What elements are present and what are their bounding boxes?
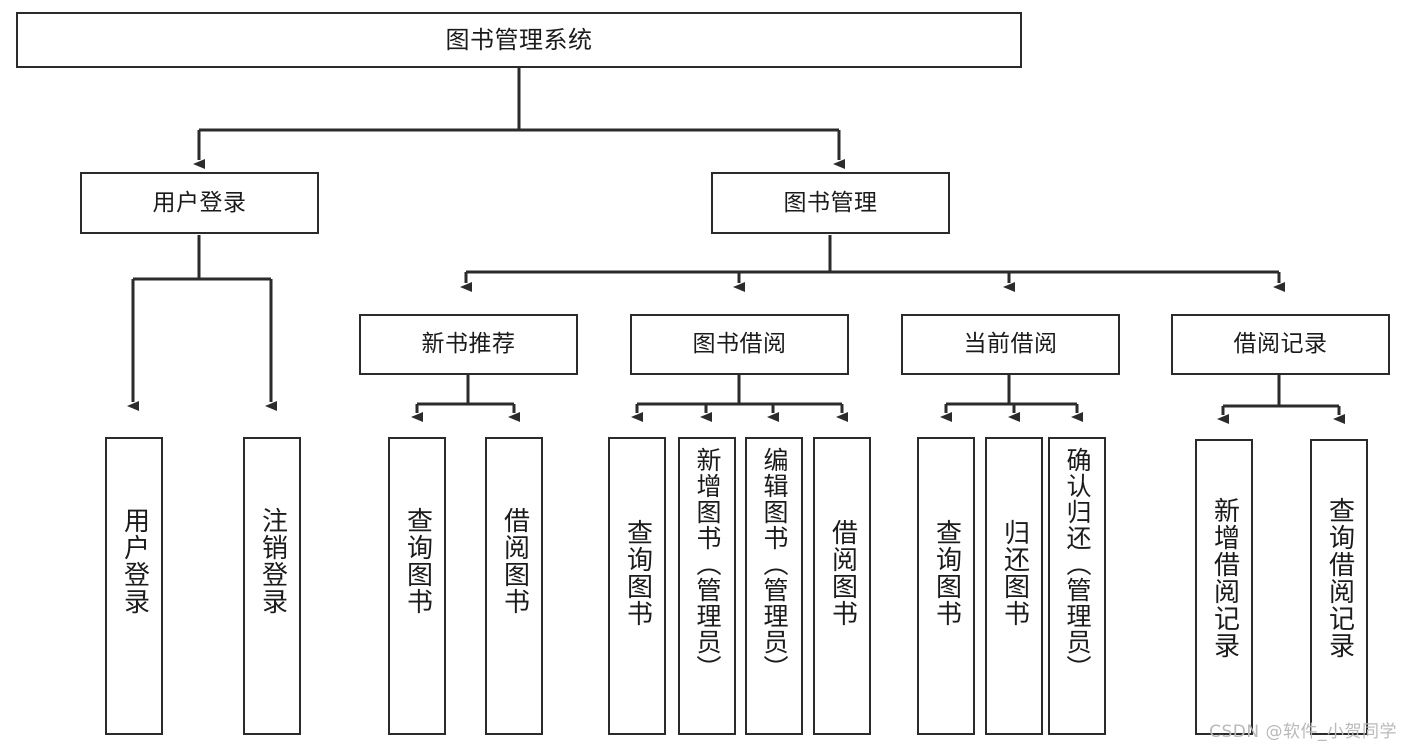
node-leaf-add-book-label: 新增图书（管理员） (693, 447, 722, 681)
node-leaf-borrow-book-2-label: 借阅图书 (827, 519, 858, 627)
node-current-borrow[interactable]: 当前借阅 (901, 314, 1120, 375)
node-leaf-query-book-1[interactable]: 查询图书 (388, 437, 446, 735)
node-leaf-add-record[interactable]: 新增借阅记录 (1195, 439, 1253, 735)
node-leaf-query-book-3-label: 查询图书 (931, 519, 962, 627)
node-new-book-rec[interactable]: 新书推荐 (359, 314, 578, 375)
node-leaf-add-book[interactable]: 新增图书（管理员） (678, 437, 736, 735)
node-leaf-user-login-label: 用户登录 (119, 507, 150, 615)
watermark: CSDN @软件_小贺同学 (1209, 722, 1397, 742)
node-leaf-query-book-2-label: 查询图书 (622, 519, 653, 627)
node-leaf-query-record[interactable]: 查询借阅记录 (1310, 439, 1368, 735)
node-leaf-borrow-book-1-label: 借阅图书 (499, 507, 530, 615)
node-book-manage[interactable]: 图书管理 (711, 172, 950, 234)
node-leaf-query-record-label: 查询借阅记录 (1324, 497, 1355, 659)
node-user-login[interactable]: 用户登录 (80, 172, 319, 234)
node-borrow-record-label: 借阅记录 (1233, 331, 1328, 357)
node-leaf-confirm-return-label: 确认归还（管理员） (1063, 447, 1092, 681)
node-root-label: 图书管理系统 (445, 26, 593, 54)
node-leaf-return-book[interactable]: 归还图书 (985, 437, 1043, 735)
node-borrow-record[interactable]: 借阅记录 (1171, 314, 1390, 375)
node-new-book-rec-label: 新书推荐 (421, 331, 516, 357)
node-book-borrow-label: 图书借阅 (692, 331, 787, 357)
node-book-manage-label: 图书管理 (783, 189, 878, 216)
node-leaf-query-book-3[interactable]: 查询图书 (917, 437, 975, 735)
node-leaf-query-book-2[interactable]: 查询图书 (608, 437, 666, 735)
node-book-borrow[interactable]: 图书借阅 (630, 314, 849, 375)
node-leaf-borrow-book-2[interactable]: 借阅图书 (813, 437, 871, 735)
node-leaf-user-login[interactable]: 用户登录 (105, 437, 163, 735)
node-leaf-edit-book-label: 编辑图书（管理员） (760, 447, 789, 681)
node-leaf-logout-label: 注销登录 (257, 507, 288, 615)
node-leaf-query-book-1-label: 查询图书 (402, 507, 433, 615)
node-user-login-label: 用户登录 (152, 189, 247, 216)
node-leaf-logout[interactable]: 注销登录 (243, 437, 301, 735)
node-leaf-edit-book[interactable]: 编辑图书（管理员） (745, 437, 803, 735)
node-root[interactable]: 图书管理系统 (16, 12, 1022, 68)
node-leaf-add-record-label: 新增借阅记录 (1209, 497, 1240, 659)
node-leaf-confirm-return[interactable]: 确认归还（管理员） (1048, 437, 1106, 735)
node-leaf-borrow-book-1[interactable]: 借阅图书 (485, 437, 543, 735)
node-leaf-return-book-label: 归还图书 (999, 519, 1030, 627)
node-current-borrow-label: 当前借阅 (963, 331, 1058, 357)
